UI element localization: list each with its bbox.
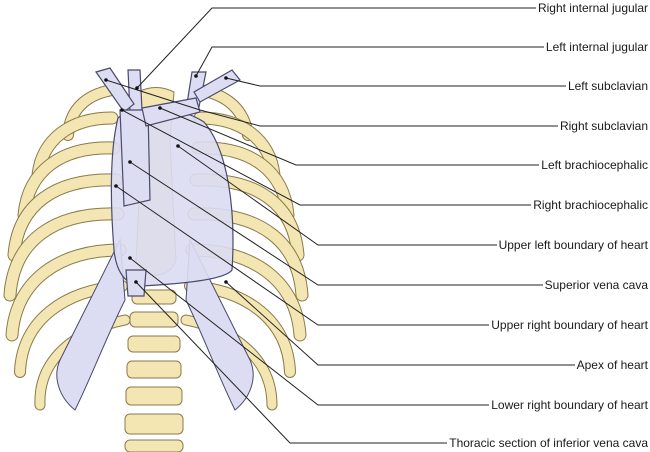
leader-dot <box>224 76 228 80</box>
label-right-internal-jugular: Right internal jugular <box>535 1 648 15</box>
label-inferior-vena-cava: Thoracic section of inferior vena cava <box>447 436 648 450</box>
spine <box>124 289 184 452</box>
leader-dot <box>134 280 138 284</box>
leader-right-internal-jugular <box>136 7 540 89</box>
costal-cartilage <box>56 238 254 411</box>
label-apex-of-heart: Apex of heart <box>574 358 648 372</box>
label-right-subclavian: Right subclavian <box>557 119 648 133</box>
leader-lines <box>105 7 582 444</box>
leader-dot <box>194 74 198 78</box>
vertebra <box>129 311 179 328</box>
vertebra <box>127 335 181 353</box>
superior-vena-cava <box>119 109 151 207</box>
leader-dot <box>128 256 132 260</box>
rib <box>4 208 124 301</box>
left-subclavian <box>193 69 241 103</box>
great-vessels <box>95 67 241 297</box>
rib <box>8 174 122 261</box>
leader-dot <box>104 78 108 82</box>
leader-left-subclavian <box>225 77 570 87</box>
leader-upper-right-boundary <box>115 185 498 326</box>
label-left-internal-jugular: Left internal jugular <box>543 40 648 54</box>
label-left-subclavian: Left subclavian <box>565 79 648 93</box>
leader-left-internal-jugular <box>195 46 548 77</box>
leader-dot <box>158 106 162 110</box>
label-right-brachiocephalic: Right brachiocephalic <box>531 198 648 212</box>
label-upper-right-boundary: Upper right boundary of heart <box>489 318 648 332</box>
leader-lower-right-boundary <box>129 257 500 406</box>
rib <box>18 142 120 221</box>
vertebra <box>126 360 182 379</box>
leader-superior-vena-cava <box>129 161 548 286</box>
leader-dot <box>120 108 124 112</box>
leader-apex <box>225 281 582 366</box>
leader-dot <box>128 160 132 164</box>
leader-dot <box>176 144 180 148</box>
leader-left-brachiocephalic <box>159 107 545 166</box>
vertebra <box>124 413 184 435</box>
cartilage-left <box>185 238 254 411</box>
leader-right-subclavian <box>105 79 565 127</box>
rib <box>32 112 118 181</box>
label-upper-left-boundary: Upper left boundary of heart <box>496 238 648 252</box>
label-left-brachiocephalic: Left brachiocephalic <box>539 158 648 172</box>
leader-dot <box>135 86 139 90</box>
vertebra <box>124 439 184 452</box>
leader-upper-left-boundary <box>177 145 505 246</box>
leader-right-brachiocephalic <box>121 109 537 206</box>
leader-dot <box>224 280 228 284</box>
leader-dot <box>114 184 118 188</box>
leader-inferior-vena-cava <box>135 281 460 444</box>
vertebra <box>125 386 183 406</box>
label-lower-right-boundary: Lower right boundary of heart <box>489 398 648 412</box>
ribs-right <box>3 84 131 411</box>
leader-dots <box>104 74 228 284</box>
rib <box>6 244 126 341</box>
cartilage-right <box>56 238 126 411</box>
rib <box>194 112 280 181</box>
label-superior-vena-cava: Superior vena cava <box>542 278 648 292</box>
